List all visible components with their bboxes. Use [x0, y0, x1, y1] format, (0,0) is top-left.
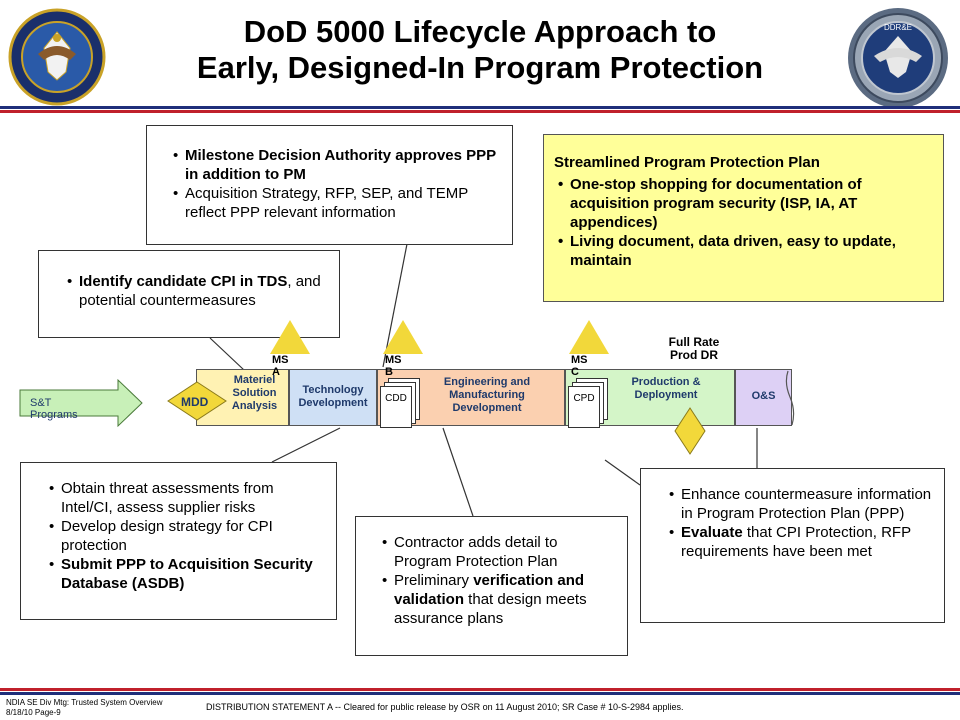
threat-bullet-list: Obtain threat assessments from Intel/CI,… — [45, 479, 328, 593]
mda-approval-box: Milestone Decision Authority approves PP… — [146, 125, 513, 245]
cpd-label: CPD — [573, 393, 595, 404]
title-line-1: DoD 5000 Lifecycle Approach to — [243, 14, 717, 49]
ms-b-triangle — [383, 320, 423, 354]
bullet-text-run: that CPI Protection, RFP requirements ha… — [681, 524, 911, 560]
bullet-text-run: verification and validation — [394, 572, 585, 608]
bullet-item: Obtain threat assessments from Intel/CI,… — [49, 479, 328, 517]
footer-meeting-line: NDIA SE Div Mtg: Trusted System Overview — [6, 698, 163, 707]
title-rule-red — [0, 110, 960, 113]
cdd-document-icon: CDD — [380, 386, 412, 428]
ms-a-label: MS A — [272, 354, 289, 378]
footer-rule-blue — [0, 692, 960, 695]
bullet-text-run: Identify candidate CPI in TDS — [79, 273, 288, 290]
bullet-text-run: Submit PPP to Acquisition Security Datab… — [61, 556, 313, 592]
svg-text:DDR&E: DDR&E — [884, 23, 912, 32]
bullet-text-run: Milestone Decision Authority approves PP… — [185, 147, 496, 183]
threat-assessment-box: Obtain threat assessments from Intel/CI,… — [20, 462, 337, 620]
bullet-text-run: Evaluate — [681, 524, 743, 541]
phase-os-label: O&S — [751, 390, 776, 402]
connector-contractor-emd — [442, 427, 474, 517]
contractor-detail-box: Contractor adds detail to Program Protec… — [355, 516, 628, 656]
enhance-bullet-list: Enhance countermeasure information in Pr… — [665, 485, 936, 561]
connector-threat-td — [271, 427, 341, 463]
phase-os-break — [785, 370, 795, 426]
st-programs-label: S&T Programs — [30, 397, 78, 421]
full-rate-diamond — [674, 407, 706, 455]
bullet-item: Submit PPP to Acquisition Security Datab… — [49, 555, 328, 593]
bullet-item: Develop design strategy for CPI protecti… — [49, 517, 328, 555]
bullet-text-run: Obtain threat assessments from Intel/CI,… — [61, 480, 274, 516]
mda-bullet-list: Milestone Decision Authority approves PP… — [169, 146, 504, 222]
distribution-statement: DISTRIBUTION STATEMENT A -- Cleared for … — [206, 702, 684, 712]
footer-page-line: 8/18/10 Page-9 — [6, 708, 61, 717]
st-programs-arrow — [19, 378, 143, 428]
bullet-item: Acquisition Strategy, RFP, SEP, and TEMP… — [173, 184, 504, 222]
phase-pd-label: Production & Deployment — [631, 376, 701, 401]
connector-enhance-msc — [604, 459, 641, 486]
ms-c-label: MS C — [571, 354, 588, 378]
bullet-text-run: Develop design strategy for CPI protecti… — [61, 518, 273, 554]
bullet-text-run: Preliminary — [394, 572, 474, 589]
title-line-2: Early, Designed-In Program Protection — [196, 50, 764, 85]
dod-seal-logo — [8, 8, 106, 111]
connector-identify-msa — [209, 337, 245, 371]
bullet-text-run: Acquisition Strategy, RFP, SEP, and TEMP… — [185, 185, 468, 221]
bullet-item: Evaluate that CPI Protection, RFP requir… — [669, 523, 936, 561]
ddre-seal-logo: DDR&E — [846, 6, 950, 115]
phase-technology-development: Technology Development — [289, 369, 377, 426]
bullet-text-run: , and potential countermeasures — [79, 273, 321, 309]
bullet-text-run: that design meets assurance plans — [394, 591, 587, 627]
phase-operations-support: O&S — [735, 369, 792, 426]
bullet-item: Contractor adds detail to Program Protec… — [382, 533, 619, 571]
page-title: DoD 5000 Lifecycle Approach to Early, De… — [150, 14, 810, 86]
ms-b-label: MS B — [385, 354, 402, 378]
streamlined-heading: Streamlined Program Protection Plan — [554, 154, 820, 171]
bullet-item: Enhance countermeasure information in Pr… — [669, 485, 936, 523]
ms-a-triangle — [270, 320, 310, 354]
cdd-label: CDD — [385, 393, 407, 404]
mdd-diamond — [167, 381, 227, 421]
phase-msa-label: Materiel Solution Analysis — [231, 374, 278, 412]
ms-c-triangle — [569, 320, 609, 354]
bullet-item: Preliminary verification and validation … — [382, 571, 619, 628]
bullet-item: Identify candidate CPI in TDS, and poten… — [67, 272, 331, 310]
mdd-label: MDD — [181, 395, 209, 409]
title-rule-blue — [0, 106, 960, 109]
footer-rule-red — [0, 688, 960, 691]
bullet-text-run: Contractor adds detail to Program Protec… — [394, 534, 558, 570]
full-rate-prod-dr-label: Full Rate Prod DR — [668, 335, 720, 362]
identify-bullet-list: Identify candidate CPI in TDS, and poten… — [63, 272, 331, 310]
bullet-text-run: Enhance countermeasure information in Pr… — [681, 486, 932, 522]
streamlined-ppp-box: Streamlined Program Protection Plan One-… — [543, 134, 944, 302]
cpd-document-icon: CPD — [568, 386, 600, 428]
streamlined-item-1: One-stop shopping for documentation of a… — [558, 175, 933, 232]
bullet-item: Milestone Decision Authority approves PP… — [173, 146, 504, 184]
streamlined-bullet-list: One-stop shopping for documentation of a… — [554, 175, 933, 270]
phase-td-label: Technology Development — [298, 384, 368, 409]
enhance-countermeasure-box: Enhance countermeasure information in Pr… — [640, 468, 945, 623]
footer-meeting-info: NDIA SE Div Mtg: Trusted System Overview… — [6, 698, 162, 718]
phase-emd-label: Engineering and Manufacturing Developmen… — [443, 376, 531, 414]
contractor-bullet-list: Contractor adds detail to Program Protec… — [378, 533, 619, 628]
streamlined-item-2: Living document, data driven, easy to up… — [558, 232, 933, 270]
